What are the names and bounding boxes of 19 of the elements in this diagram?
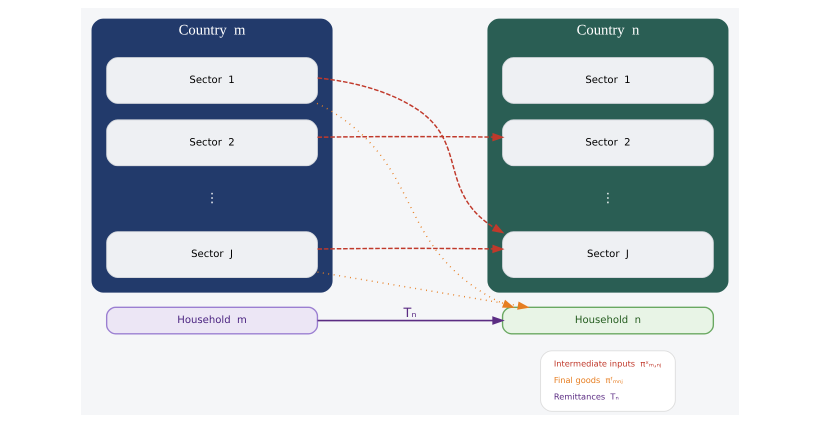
arrow — [317, 316, 504, 325]
node-box: Household m — [105, 306, 318, 335]
legend-label: Intermediate inputs πˣₘ,ₙⱼ — [553, 358, 661, 369]
node-box: Sector J — [106, 231, 318, 278]
node-box: Sector 1 — [502, 57, 714, 104]
label: ⋮ — [601, 191, 614, 206]
arrow — [317, 132, 504, 142]
edge-label: Tₙ — [403, 306, 416, 322]
node-box: Sector 1 — [106, 57, 318, 104]
legend-label: Final goods πᶠₘₙⱼ — [553, 375, 622, 386]
node-box: Household n — [501, 306, 714, 335]
arrow — [317, 244, 504, 254]
arrow — [316, 102, 514, 308]
node-box: Sector 2 — [502, 119, 714, 166]
label: ⋮ — [205, 191, 218, 206]
arrow — [316, 271, 530, 310]
node-box: Sector 2 — [106, 119, 318, 166]
legend-label: Remittances Tₙ — [553, 392, 618, 402]
node-box: Sector J — [502, 231, 714, 278]
